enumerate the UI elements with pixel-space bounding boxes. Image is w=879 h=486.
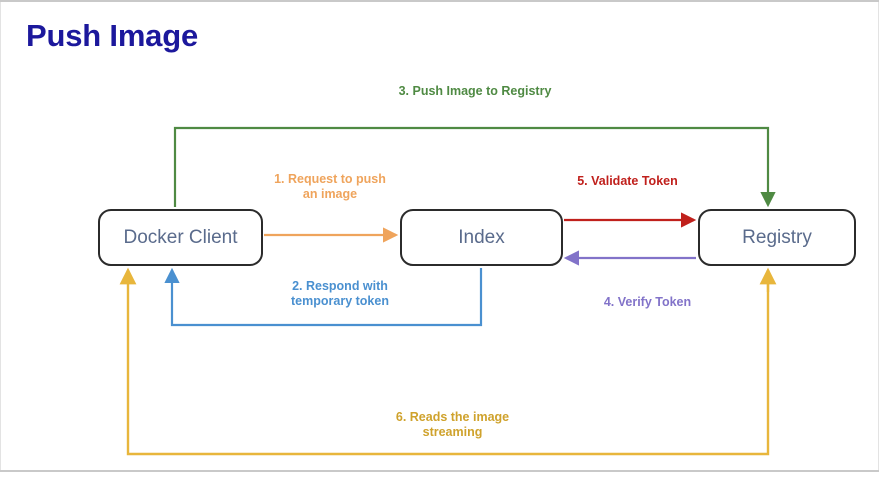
connector-wires [119,126,777,456]
node-registry[interactable]: Registry [698,209,856,266]
edge-label-4: 4. Verify Token [603,295,692,309]
frame-left-border [0,2,1,470]
edge-label-5: 5. Validate Token [577,174,678,188]
edge-6-reads-the-image-streaming [119,267,770,456]
frame-bottom-border [0,470,879,472]
frame-top-border [0,0,879,2]
edge-2-respond-with-temporary-token [164,267,483,327]
edge-label-3: 3. Push Image to Registry [398,84,552,98]
node-index-label: Index [458,226,505,248]
node-index[interactable]: Index [400,209,563,266]
page-title: Push Image [26,18,198,53]
node-registry-label: Registry [742,226,812,248]
edge-label-6: 6. Reads the image streaming [395,410,510,439]
node-docker-client[interactable]: Docker Client [98,209,263,266]
node-docker-client-label: Docker Client [123,226,238,248]
edge-3-push-image-to-registry [173,126,776,208]
edge-label-2: 2. Respond with temporary token [291,279,389,308]
edge-label-1: 1. Request to push an image [274,172,386,201]
